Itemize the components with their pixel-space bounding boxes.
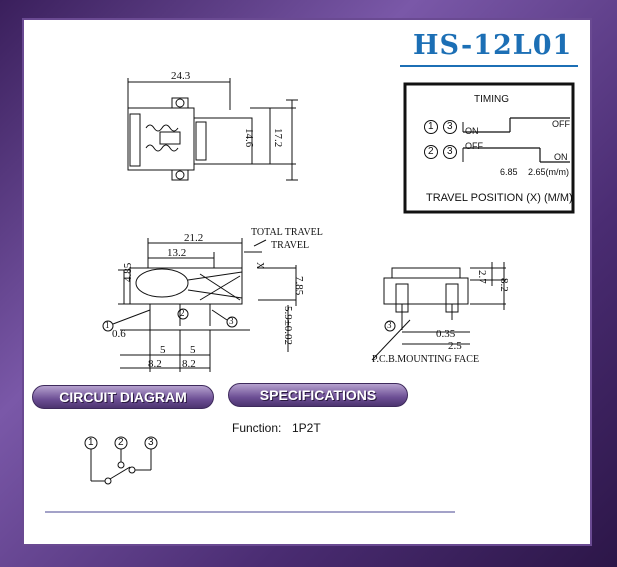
top-view-height-outer: 17.2 bbox=[272, 128, 284, 148]
timing-chart bbox=[403, 82, 575, 214]
travel-x-label: X bbox=[254, 262, 265, 270]
function-value: 1P2T bbox=[292, 421, 321, 435]
end-view-drawing bbox=[371, 262, 506, 361]
timing-row2-low-label: ON bbox=[554, 152, 568, 162]
side-pin-3: 3 bbox=[229, 316, 234, 326]
pin-pitch-1: 5 bbox=[160, 344, 166, 356]
base-dim-1: 8.2 bbox=[148, 358, 162, 370]
timing-row1-pin-a: 1 bbox=[428, 121, 434, 132]
side-view-width-inner: 13.2 bbox=[167, 247, 187, 259]
end-view-pin: 3 bbox=[387, 320, 392, 330]
top-view-height-inner: 14.6 bbox=[243, 128, 255, 148]
timing-row2-high-label: OFF bbox=[465, 141, 483, 151]
circuit-diagram bbox=[84, 436, 158, 485]
timing-axis-label: TRAVEL POSITION (X) (M/M) bbox=[426, 192, 573, 204]
specifications-heading: SPECIFICATIONS bbox=[228, 383, 408, 407]
timing-row1-high-label: OFF bbox=[552, 119, 570, 129]
side-pin-2: 2 bbox=[180, 308, 185, 318]
pin-pitch-2: 5 bbox=[190, 344, 196, 356]
total-travel-label: TOTAL TRAVEL bbox=[251, 227, 323, 238]
side-view-height-right: 7.85 bbox=[293, 276, 305, 296]
end-view-height-2: 8.2 bbox=[498, 278, 510, 292]
timing-row2-pin-b: 3 bbox=[447, 146, 453, 157]
end-view-dim-2: 2.5 bbox=[448, 340, 462, 352]
timing-tick-2: 2.65(m/m) bbox=[528, 167, 570, 177]
timing-heading: TIMING bbox=[474, 94, 509, 105]
timing-tick-1: 6.85 bbox=[500, 167, 518, 177]
circuit-diagram-heading: CIRCUIT DIAGRAM bbox=[32, 385, 214, 409]
timing-row1-pin-b: 3 bbox=[447, 121, 453, 132]
top-view-width: 24.3 bbox=[171, 70, 191, 82]
side-view-height-left: 4.85 bbox=[122, 262, 134, 282]
pin-gap: 0.6 bbox=[112, 328, 126, 340]
circuit-pin-2: 2 bbox=[118, 437, 124, 448]
timing-row2-pin-a: 2 bbox=[428, 146, 434, 157]
top-view-drawing bbox=[127, 78, 298, 181]
base-dim-2: 8.2 bbox=[182, 358, 196, 370]
circuit-pin-1: 1 bbox=[88, 437, 94, 448]
pin-height: 5.9±0.02 bbox=[282, 306, 294, 346]
end-view-dim-1: 0.35 bbox=[436, 328, 456, 340]
circuit-pin-3: 3 bbox=[148, 437, 154, 448]
timing-row1-low-label: ON bbox=[465, 126, 479, 136]
page-title: HS-12L01 bbox=[413, 30, 573, 61]
side-view-drawing bbox=[102, 238, 297, 372]
side-pin-1: 1 bbox=[105, 320, 110, 330]
end-view-height-1: 2.7 bbox=[476, 270, 488, 284]
side-view-width-outer: 21.2 bbox=[184, 232, 204, 244]
travel-label: TRAVEL bbox=[271, 240, 310, 251]
pcb-mounting-face-label: P.C.B.MOUNTING FACE bbox=[372, 354, 480, 365]
function-label: Function: bbox=[232, 421, 282, 435]
